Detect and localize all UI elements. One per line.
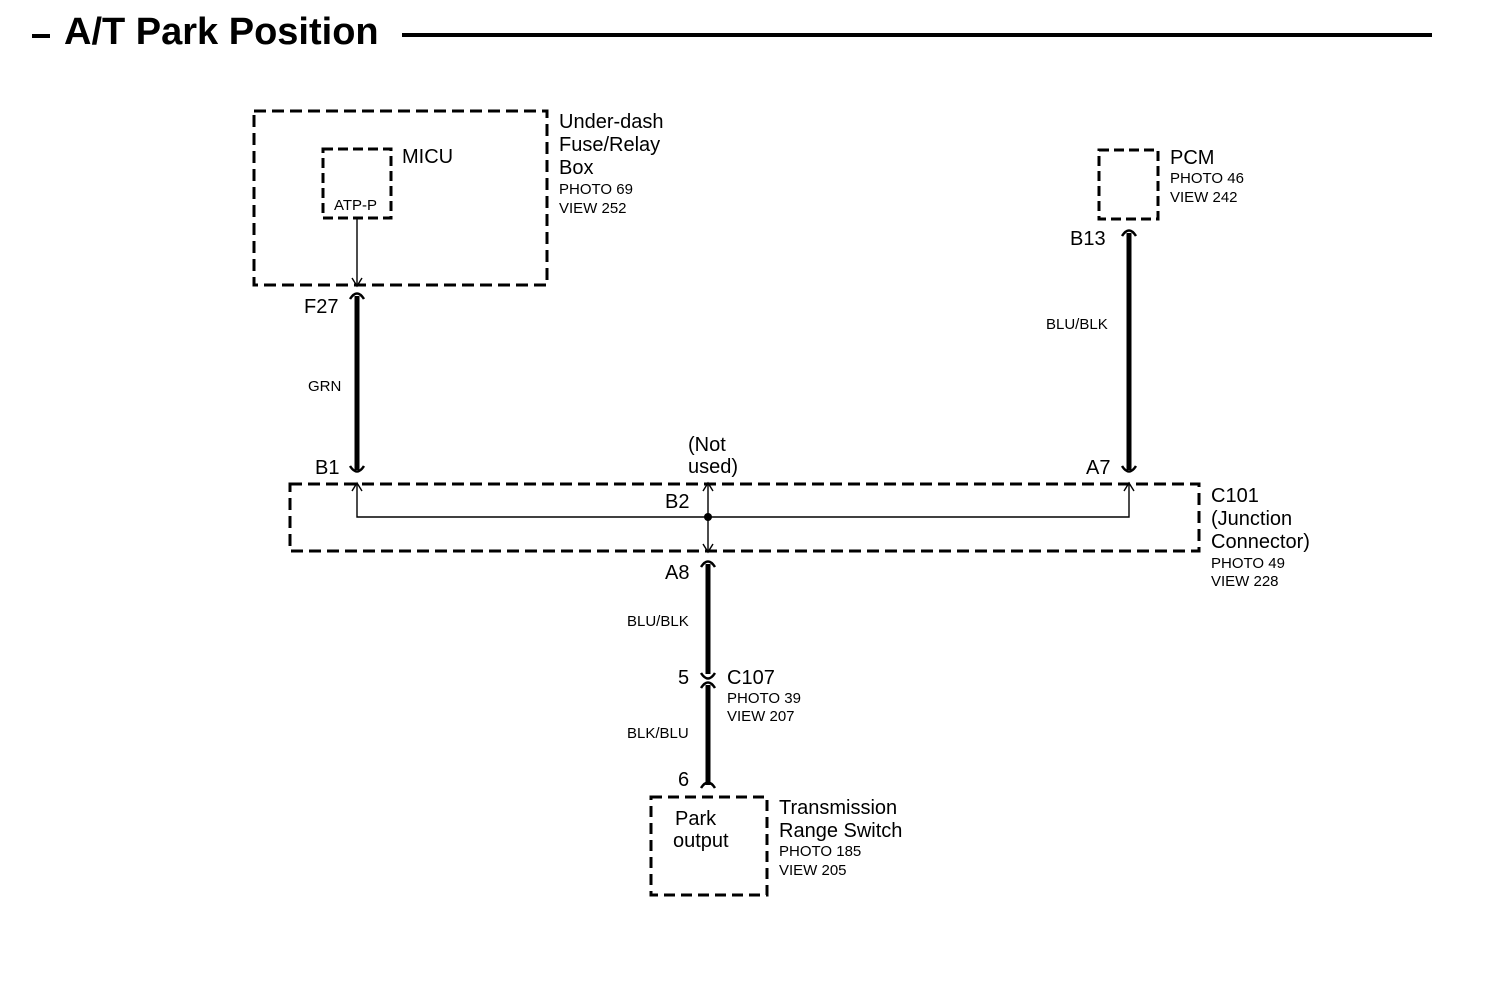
trs-name-line1: Transmission [779,797,897,819]
c101-name-line2: (Junction [1211,508,1292,530]
b1-arrow [351,481,363,492]
a7-arrow [1123,481,1135,492]
c101-view: VIEW 228 [1211,573,1279,590]
underdash-name-line1: Under-dash [559,111,664,133]
trs-photo: PHOTO 185 [779,843,861,860]
a8-arrow [702,543,714,554]
a8-terminal [699,560,717,568]
c101-internal-bus [356,484,1130,518]
pcm-view: VIEW 242 [1170,189,1238,206]
c107-pin-5-label: 5 [678,667,689,689]
trs-pin-6-terminal [699,781,717,789]
pcm-label: PCM [1170,147,1214,169]
c101-name-line3: Connector) [1211,531,1310,553]
b13-pin-label: B13 [1070,228,1106,250]
trs-inner-line1: Park [675,808,717,830]
a8-pin-label: A8 [665,562,689,584]
underdash-photo: PHOTO 69 [559,181,633,198]
f27-pin-label: F27 [304,296,338,318]
blk-blu-wire-label: BLK/BLU [627,725,689,742]
c101-photo: PHOTO 49 [1211,555,1285,572]
underdash-name-line2: Fuse/Relay [559,134,660,156]
pcm-blu-blk-label: BLU/BLK [1046,316,1108,333]
c107-photo: PHOTO 39 [727,690,801,707]
a7-pin-label: A7 [1086,457,1110,479]
b2-arrow [702,481,714,492]
c101-outline [288,482,1201,553]
micu-label: MICU [402,146,453,168]
c107-upper-terminal [699,672,717,680]
c107-label: C107 [727,667,775,689]
b1-terminal [348,465,366,473]
c101-name-line1: C101 [1211,485,1259,507]
underdash-view: VIEW 252 [559,200,627,217]
b2-pin-label: B2 [665,491,689,513]
underdash-name-line3: Box [559,157,593,179]
b13-terminal [1120,229,1138,237]
grn-wire-label: GRN [308,378,341,395]
b1-pin-label: B1 [315,457,339,479]
not-used-line2: used) [688,456,738,478]
a8-blu-blk-label: BLU/BLK [627,613,689,630]
not-used-line1: (Not [688,434,726,456]
trs-view: VIEW 205 [779,862,847,879]
trs-pin-6-label: 6 [678,769,689,791]
trs-name-line2: Range Switch [779,820,902,842]
f27-terminal [348,292,366,300]
micu-arrow [351,277,363,288]
pcm-photo: PHOTO 46 [1170,170,1244,187]
trs-inner-line2: output [673,830,729,852]
atp-p-terminal-label: ATP-P [334,197,377,214]
splice-point [704,513,712,521]
trs-outline [649,795,769,897]
c107-view: VIEW 207 [727,708,795,725]
underdash-fuse-box-outline [252,109,549,287]
page-title: A/T Park Position [64,11,379,53]
c107-lower-terminal [699,681,717,689]
a7-terminal [1120,465,1138,473]
pcm-outline [1097,148,1160,221]
